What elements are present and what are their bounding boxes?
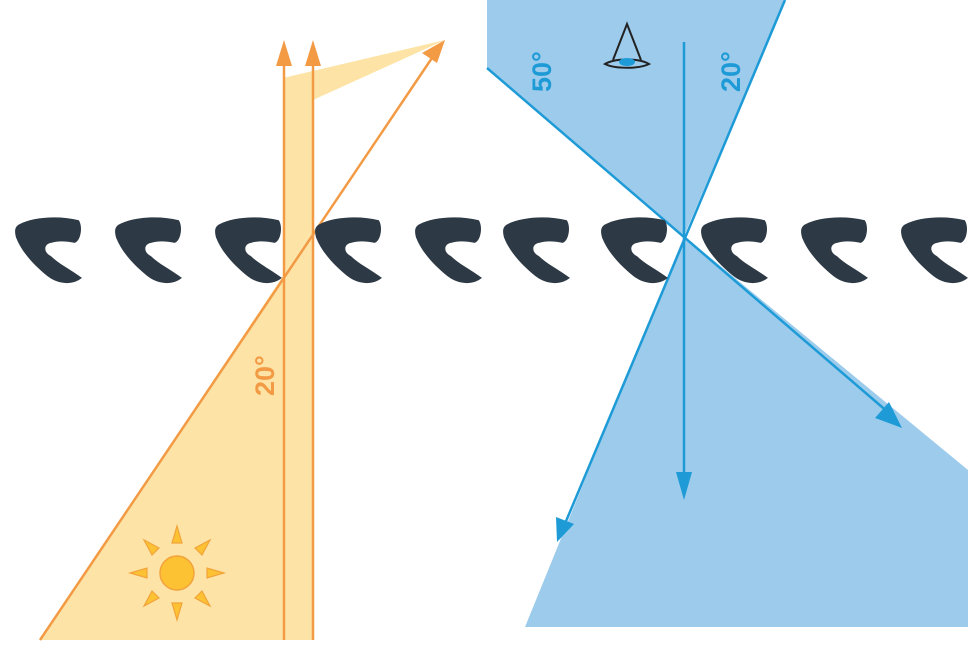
louver-slat-9: [801, 217, 868, 283]
louver-slat-4: [315, 217, 382, 283]
view-angle-wide-label: 50°: [527, 51, 557, 92]
louver-slat-10: [901, 217, 968, 283]
louver-slat-1: [15, 217, 82, 283]
louver-slat-5: [415, 217, 482, 283]
sun-core: [160, 556, 194, 590]
louver-slat-6: [503, 217, 570, 283]
sun-ray-vertical-right-arrowhead: [305, 40, 321, 66]
sun-ray-vertical-left-arrowhead: [276, 40, 292, 66]
sun-icon: [130, 526, 224, 620]
louver-slats: [15, 217, 968, 283]
view-region-lower: [525, 236, 968, 627]
louver-slat-2: [115, 217, 182, 283]
louver-slat-3: [215, 217, 282, 283]
eye-iris: [619, 58, 635, 66]
sun-angle-label: 20°: [250, 355, 280, 396]
view-region-upper: [487, 0, 785, 236]
view-angle-narrow-label: 20°: [716, 51, 746, 92]
louver-slat-7: [601, 217, 668, 283]
